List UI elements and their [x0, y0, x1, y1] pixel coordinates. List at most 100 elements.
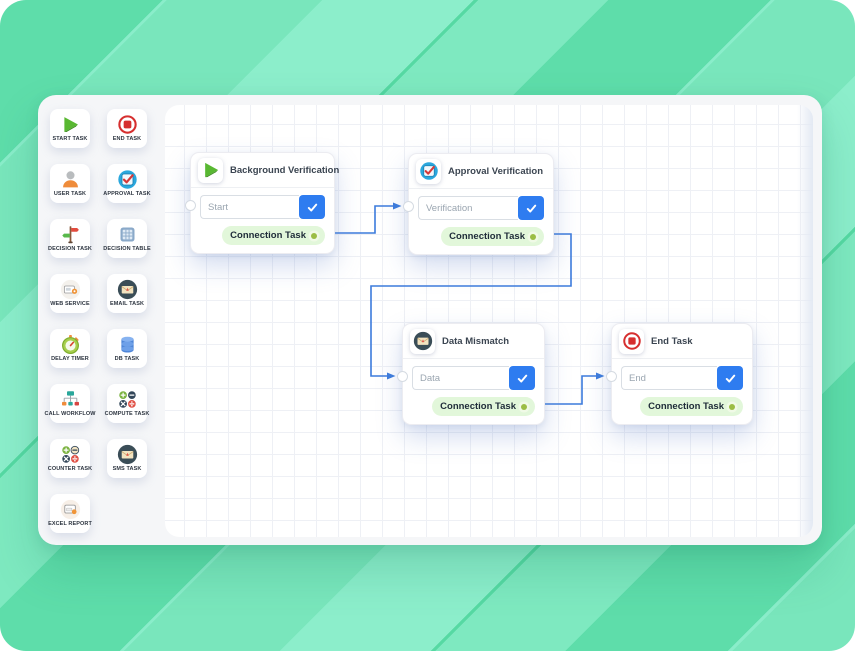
palette-item-label: USER TASK: [53, 191, 87, 198]
confirm-button[interactable]: [299, 195, 325, 219]
node-title: End Task: [651, 335, 693, 347]
palette-item-label: SMS TASK: [112, 466, 142, 473]
confirm-button[interactable]: [717, 366, 743, 390]
palette-item-label: DECISION TABLE: [103, 246, 151, 253]
palette-item-start-task[interactable]: START TASK: [50, 109, 90, 148]
input-port[interactable]: [397, 371, 408, 382]
palette-item-user-task[interactable]: USER TASK: [50, 164, 90, 203]
palette-item-label: WEB SERVICE: [50, 301, 90, 308]
db-task-icon: [117, 334, 138, 355]
palette-item-end-task[interactable]: END TASK: [107, 109, 147, 148]
palette-item-label: START TASK: [52, 136, 88, 143]
status-dot: [530, 233, 536, 240]
node-header: Approval Verification: [409, 154, 553, 189]
start-task-icon: [60, 114, 81, 135]
task-palette: START TASK END TASK USER TASK APPROVAL TASK…: [45, 109, 151, 533]
counter-task-icon: [60, 444, 81, 465]
wire-arrowhead: [596, 372, 605, 380]
workflow-task-icon: [60, 389, 81, 410]
node-body: Connection Task: [191, 188, 334, 253]
node-data-mismatch[interactable]: Data MismatchConnection Task: [397, 323, 545, 425]
palette-item-label: APPROVAL TASK: [103, 191, 151, 198]
node-header: Background Verification: [191, 153, 339, 188]
palette-item-web-service[interactable]: WEB SERVICE: [50, 274, 90, 313]
connection-task-badge[interactable]: Connection Task: [432, 397, 535, 416]
connection-task-label: Connection Task: [449, 231, 525, 242]
node-field: [621, 366, 743, 390]
node-title: Background Verification: [230, 164, 340, 176]
palette-item-label: EXCEL REPORT: [48, 521, 92, 528]
palette-item-label: DECISION TASK: [48, 246, 92, 253]
node-end-task[interactable]: End TaskConnection Task: [606, 323, 753, 425]
palette-item-label: COUNTER TASK: [47, 466, 93, 473]
node-title: Data Mismatch: [442, 335, 510, 347]
timer-task-icon: [60, 334, 81, 355]
connection-task-badge[interactable]: Connection Task: [441, 227, 544, 246]
node-name-input[interactable]: [418, 196, 518, 220]
node-header: End Task: [612, 324, 752, 359]
node-field: [200, 195, 325, 219]
compute-task-icon: [117, 389, 138, 410]
palette-item-label: DELAY TIMER: [51, 356, 89, 363]
confirm-button[interactable]: [518, 196, 544, 220]
palette-item-excel-report[interactable]: EXCEL REPORT: [48, 494, 92, 533]
node-body: Connection Task: [409, 189, 553, 254]
user-task-icon: [60, 169, 81, 190]
node-title: Approval Verification: [448, 165, 544, 177]
palette-item-call-workflow[interactable]: CALL WORKFLOW: [45, 384, 95, 423]
confirm-button[interactable]: [509, 366, 535, 390]
palette-item-approval-task[interactable]: APPROVAL TASK: [103, 164, 151, 203]
palette-item-sms-task[interactable]: SMS TASK: [107, 439, 147, 478]
palette-item-decision-task[interactable]: DECISION TASK: [48, 219, 92, 258]
status-dot: [521, 403, 527, 410]
palette-item-label: EMAIL TASK: [109, 301, 145, 308]
palette-item-compute-task[interactable]: COMPUTE TASK: [104, 384, 150, 423]
palette-item-counter-task[interactable]: COUNTER TASK: [47, 439, 93, 478]
connection-task-label: Connection Task: [440, 401, 516, 412]
connection-task-label: Connection Task: [230, 230, 306, 241]
node-field: [418, 196, 544, 220]
status-dot: [729, 403, 735, 410]
web-task-icon: [60, 279, 81, 300]
palette-item-decision-table[interactable]: DECISION TABLE: [103, 219, 151, 258]
palette-item-delay-timer[interactable]: DELAY TIMER: [50, 329, 90, 368]
wire-bgverification-approval: [333, 205, 393, 234]
decision-task-icon: [60, 224, 81, 245]
wire-arrowhead: [387, 372, 396, 380]
node-name-input[interactable]: [621, 366, 717, 390]
sms-task-icon: [117, 444, 138, 465]
connection-task-badge[interactable]: Connection Task: [640, 397, 743, 416]
palette-item-email-task[interactable]: EMAIL TASK: [107, 274, 147, 313]
input-port[interactable]: [185, 200, 196, 211]
palette-item-label: CALL WORKFLOW: [44, 411, 96, 418]
palette-item-label: DB TASK: [114, 356, 140, 363]
start-task-icon: [198, 157, 223, 183]
end-task-icon: [117, 114, 138, 135]
approval-task-icon: [416, 158, 441, 184]
end-task-icon: [619, 328, 644, 354]
palette-item-db-task[interactable]: DB TASK: [107, 329, 147, 368]
connection-task-badge[interactable]: Connection Task: [222, 226, 325, 245]
wire-arrowhead: [393, 202, 402, 210]
wire-datamismatch-endtask: [543, 375, 596, 405]
palette-item-label: END TASK: [112, 136, 142, 143]
email-task-icon: [117, 279, 138, 300]
connection-task-label: Connection Task: [648, 401, 724, 412]
node-body: Connection Task: [403, 359, 544, 424]
node-field: [412, 366, 535, 390]
input-port[interactable]: [403, 201, 414, 212]
node-name-input[interactable]: [200, 195, 299, 219]
table-task-icon: [117, 224, 138, 245]
excel-task-icon: [60, 499, 81, 520]
node-name-input[interactable]: [412, 366, 509, 390]
input-port[interactable]: [606, 371, 617, 382]
node-header: Data Mismatch: [403, 324, 544, 359]
palette-item-label: COMPUTE TASK: [104, 411, 150, 418]
email-task-icon: [410, 328, 435, 354]
status-dot: [311, 232, 317, 239]
workflow-designer-card: START TASK END TASK USER TASK APPROVAL TASK…: [38, 95, 822, 545]
